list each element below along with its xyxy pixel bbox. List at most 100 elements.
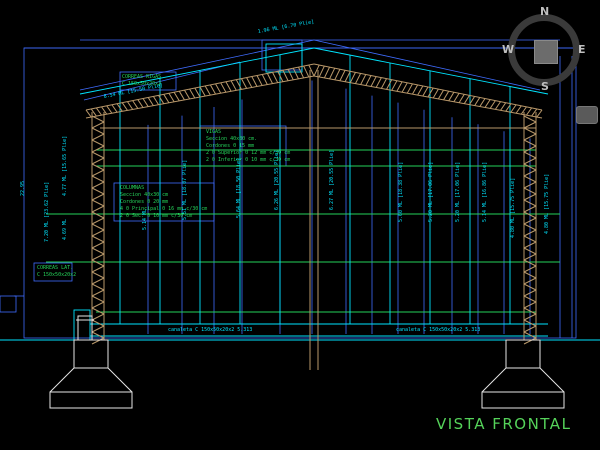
- column-web: [523, 223, 537, 231]
- roof-truss: [85, 63, 543, 370]
- columna-line-3: 4 0 Principal 0 16 mm c/30 cm: [120, 206, 207, 212]
- column-web: [91, 337, 105, 345]
- purlin-lines: [46, 149, 560, 313]
- column-web: [91, 199, 105, 207]
- column-web: [523, 127, 537, 135]
- viewcube-south[interactable]: S: [541, 80, 549, 93]
- navigation-bar-handle[interactable]: [576, 106, 598, 124]
- column-web: [91, 277, 105, 285]
- column-web: [523, 181, 537, 189]
- truss-web-right: [448, 91, 455, 102]
- truss-web-right: [505, 103, 512, 112]
- truss-web-right: [360, 74, 367, 85]
- column-web: [91, 319, 105, 327]
- truss-web-right: [313, 64, 320, 77]
- column-web: [91, 289, 105, 297]
- truss-web-left: [85, 109, 92, 118]
- truss-web-right: [494, 101, 501, 110]
- footing-pedestal: [505, 339, 541, 369]
- column-web: [523, 277, 537, 285]
- correa-title: CORREAS RIGAS: [122, 74, 161, 80]
- viewcube-face[interactable]: [534, 40, 558, 64]
- truss-web-right: [401, 82, 408, 93]
- bottom-right-label: canaleta C 150x50x20x2 5.313: [396, 327, 480, 333]
- footing-slope-right: [107, 367, 133, 393]
- truss-web-left: [266, 73, 273, 84]
- column-web: [91, 241, 105, 249]
- truss-web-left: [184, 89, 191, 100]
- lattice-columns: [91, 112, 537, 345]
- side-purlin-spec: C 150x50x20x2: [37, 272, 76, 278]
- truss-web-left: [132, 100, 139, 109]
- roof-outline-left: [79, 47, 315, 95]
- column-web: [91, 313, 105, 321]
- viga-line-2: Cordones 0 15 mm: [206, 143, 254, 149]
- truss-web-left: [121, 102, 128, 111]
- truss-web-right: [334, 69, 341, 81]
- dim-total-height: 7.20 ML [23.62 Plie]: [44, 182, 50, 242]
- truss-web-left: [152, 96, 159, 105]
- viewcube-east[interactable]: E: [578, 43, 586, 56]
- dim-5: 5.60 ML [18.38 Plie]: [398, 162, 404, 222]
- column-web: [523, 217, 537, 225]
- dimension-frame: [23, 47, 577, 339]
- column-web: [91, 307, 105, 315]
- truss-web-right: [380, 78, 387, 89]
- column-web: [523, 175, 537, 183]
- footing-slope-right: [539, 367, 565, 393]
- column-web: [523, 211, 537, 219]
- column-web: [91, 175, 105, 183]
- ridge-slope-label: 1.96 ML [6.70 Plie]: [257, 19, 314, 35]
- truss-web-left: [220, 82, 227, 93]
- column-web: [91, 157, 105, 165]
- column-web: [91, 145, 105, 153]
- truss-web-left: [287, 69, 294, 81]
- column-web: [91, 295, 105, 303]
- compass-ring[interactable]: [508, 14, 580, 86]
- truss-web-right: [432, 88, 439, 99]
- truss-web-left: [194, 87, 201, 98]
- column-web: [91, 127, 105, 135]
- truss-web-left: [163, 94, 170, 103]
- viewcube-north[interactable]: N: [540, 5, 550, 18]
- truss-web-left: [116, 103, 123, 112]
- truss-web-right: [469, 96, 476, 105]
- column-web: [523, 121, 537, 129]
- truss-web-left: [101, 106, 108, 115]
- truss-web-right: [479, 98, 486, 107]
- column-web: [523, 145, 537, 153]
- correa-label-box: [119, 71, 177, 91]
- truss-web-left: [256, 75, 263, 86]
- dim-1: 5.51 ML [18.07 Plie]: [182, 160, 188, 220]
- truss-web-right: [526, 107, 533, 116]
- truss-web-left: [225, 81, 232, 92]
- column-web: [91, 253, 105, 261]
- truss-web-right: [474, 97, 481, 106]
- column-web: [523, 193, 537, 201]
- column-web: [91, 217, 105, 225]
- truss-web-right: [339, 70, 346, 81]
- column-web: [91, 265, 105, 273]
- view-title: VISTA FRONTAL: [436, 415, 572, 433]
- viewcube-navigation[interactable]: N S W E: [502, 5, 588, 93]
- dim-low-height: 4.69 ML: [62, 219, 68, 240]
- dimension-lines: [0, 39, 577, 339]
- viewcube-west[interactable]: W: [502, 43, 515, 56]
- truss-web-left: [127, 101, 134, 110]
- column-web: [523, 229, 537, 237]
- truss-web-right: [365, 75, 372, 86]
- truss-web-left: [215, 83, 222, 94]
- truss-web-right: [484, 99, 491, 108]
- column-web: [91, 193, 105, 201]
- footing-base: [481, 391, 565, 409]
- truss-web-right: [531, 108, 538, 117]
- truss-web-left: [111, 104, 118, 113]
- column-web: [523, 115, 537, 123]
- column-web: [523, 247, 537, 255]
- dimension-slope-left: [79, 39, 315, 91]
- truss-web-right: [422, 86, 429, 97]
- truss-web-right: [500, 102, 507, 111]
- viga-line-4: 2 0 Inferior 0 10 mm c/30 cm: [206, 157, 290, 163]
